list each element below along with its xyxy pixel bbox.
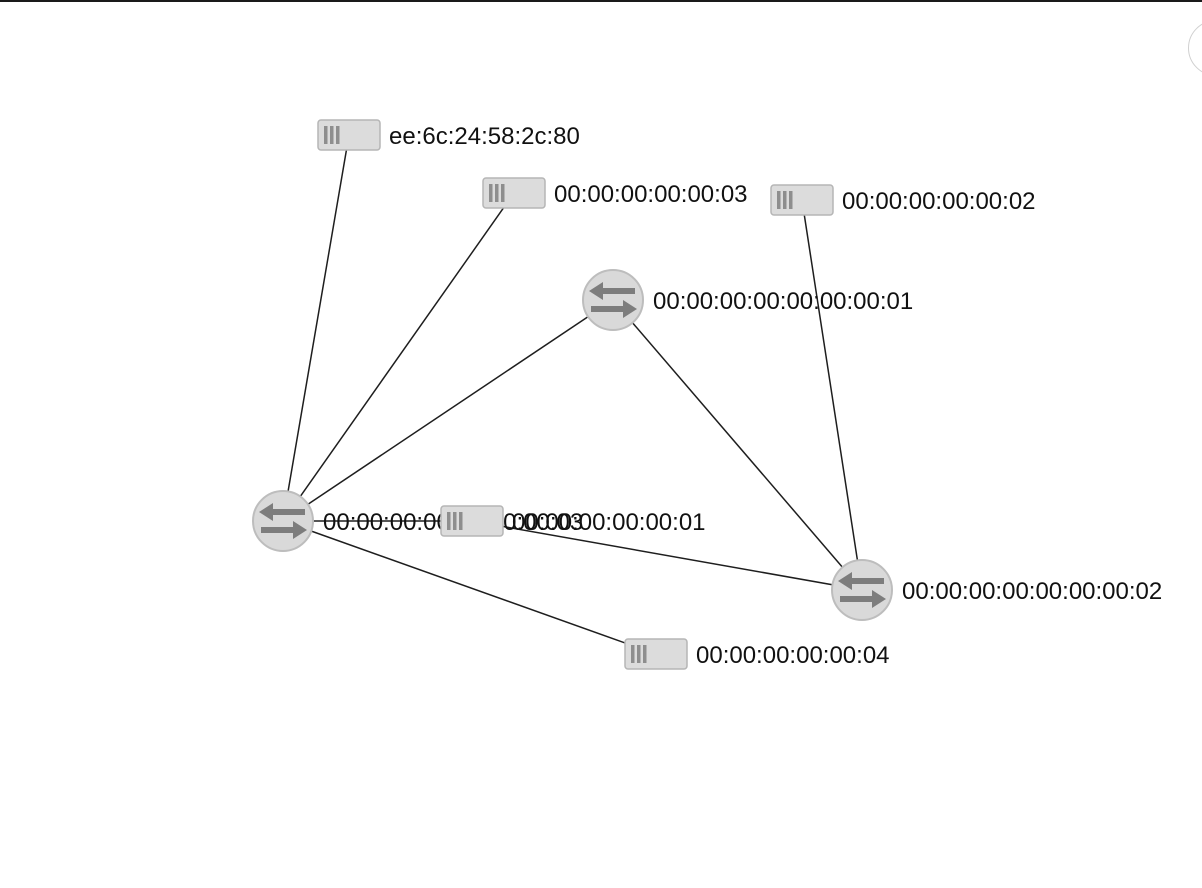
link-6	[801, 199, 863, 591]
host-node-2[interactable]: 00:00:00:00:00:02	[770, 184, 1036, 216]
switch-icon	[831, 559, 893, 621]
host-label: 00:00:00:00:00:02	[842, 188, 1036, 215]
host-node-4[interactable]: 00:00:00:00:00:04	[624, 638, 890, 670]
top-border	[0, 0, 1202, 2]
switch-label: 00:00:00:00:00:00:00:01	[653, 288, 913, 315]
switch-node-1[interactable]: 00:00:00:00:00:00:00:02	[831, 559, 1162, 621]
switch-icon	[252, 490, 314, 552]
link-5	[612, 299, 863, 591]
host-node-3[interactable]: 00:00:00:00:00:01	[440, 505, 706, 537]
links-layer	[282, 134, 863, 655]
host-icon	[482, 177, 546, 209]
switch-label: 00:00:00:00:00:00:00:02	[902, 578, 1162, 605]
link-2	[282, 299, 614, 522]
host-label: 00:00:00:00:00:01	[512, 509, 706, 536]
host-node-1[interactable]: 00:00:00:00:00:03	[482, 177, 748, 209]
host-icon	[317, 119, 381, 151]
host-label: 00:00:00:00:00:03	[554, 181, 748, 208]
nodes-layer: 00:00:00:00:00:00:00:03ee:6c:24:58:2c:80…	[252, 119, 1162, 670]
link-0	[282, 134, 350, 522]
host-icon	[624, 638, 688, 670]
host-icon	[770, 184, 834, 216]
link-7	[471, 520, 863, 591]
link-4	[282, 520, 657, 655]
switch-icon	[582, 269, 644, 331]
host-icon	[440, 505, 504, 537]
switch-node-0[interactable]: 00:00:00:00:00:00:00:01	[582, 269, 913, 331]
link-1	[282, 192, 515, 522]
host-label: ee:6c:24:58:2c:80	[389, 123, 580, 150]
host-label: 00:00:00:00:00:04	[696, 642, 890, 669]
host-node-0[interactable]: ee:6c:24:58:2c:80	[317, 119, 580, 151]
